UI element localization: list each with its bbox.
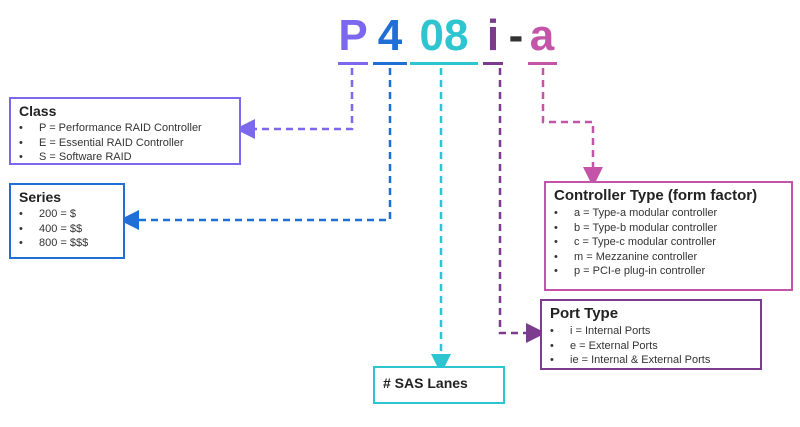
class-box: Class P = Performance RAID Controller E … — [9, 97, 241, 165]
series-box: Series 200 = $ 400 = $$ 800 = $$$ — [9, 183, 125, 259]
list-item: 800 = $$$ — [19, 236, 115, 251]
code-char-08: 08 — [419, 11, 469, 60]
class-title: Class — [19, 103, 57, 119]
underline-sas — [410, 62, 478, 65]
list-item: b = Type-b modular controller — [554, 221, 783, 236]
list-item: a = Type-a modular controller — [554, 206, 783, 221]
underline-controller — [528, 62, 557, 65]
underline-port — [483, 62, 503, 65]
list-item: m = Mezzanine controller — [554, 250, 783, 265]
list-item: c = Type-c modular controller — [554, 235, 783, 250]
connector-class — [235, 68, 354, 139]
sas-lanes-title: # SAS Lanes — [383, 375, 468, 391]
code-char-4: 4 — [377, 11, 403, 60]
port-type-list: i = Internal Ports e = External Ports ie… — [550, 324, 752, 368]
sas-lanes-box: # SAS Lanes — [373, 366, 505, 404]
list-item: E = Essential RAID Controller — [19, 136, 231, 151]
controller-type-list: a = Type-a modular controller b = Type-b… — [554, 206, 783, 279]
code-char-dash: - — [508, 11, 524, 60]
code-char-a: a — [529, 11, 555, 60]
code-char-i: i — [486, 11, 500, 60]
controller-type-box: Controller Type (form factor) a = Type-a… — [544, 181, 793, 291]
underline-class — [338, 62, 368, 65]
series-list: 200 = $ 400 = $$ 800 = $$$ — [19, 207, 115, 251]
controller-type-title: Controller Type (form factor) — [554, 187, 758, 204]
code-char-p: P — [338, 11, 368, 60]
connector-controller — [541, 68, 603, 187]
class-list: P = Performance RAID Controller E = Esse… — [19, 121, 231, 165]
underline-series — [373, 62, 407, 65]
list-item: P = Performance RAID Controller — [19, 121, 231, 136]
list-item: ie = Internal & External Ports — [550, 353, 752, 368]
list-item: 400 = $$ — [19, 222, 115, 237]
list-item: S = Software RAID — [19, 150, 231, 165]
list-item: i = Internal Ports — [550, 324, 752, 339]
port-type-title: Port Type — [550, 305, 619, 322]
list-item: e = External Ports — [550, 339, 752, 354]
series-title: Series — [19, 189, 62, 205]
port-type-box: Port Type i = Internal Ports e = Externa… — [540, 299, 762, 370]
list-item: p = PCI-e plug-in controller — [554, 264, 783, 279]
list-item: 200 = $ — [19, 207, 115, 222]
connector-port — [498, 68, 546, 343]
connector-series — [119, 68, 392, 230]
